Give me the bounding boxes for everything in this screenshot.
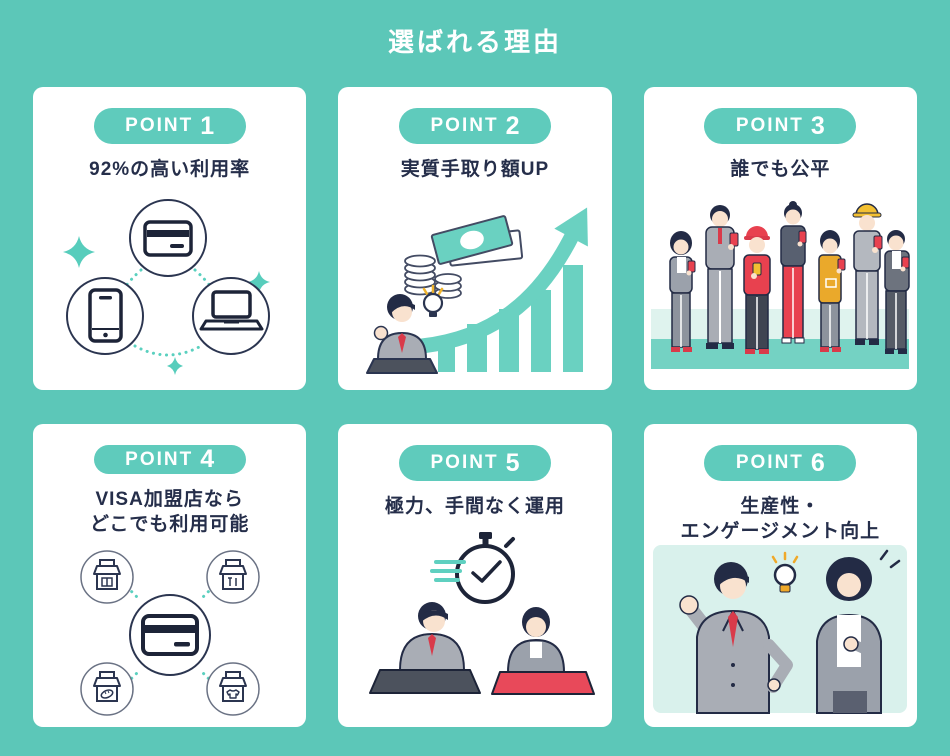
badge-word: POINT	[125, 448, 194, 470]
card-6-title: 生産性・ エンゲージメント向上	[681, 494, 881, 544]
point-5-badge: POINT 5	[398, 445, 551, 481]
card-point-1: POINT 1 92%の高い利用率	[33, 87, 307, 390]
income-up-svg	[365, 207, 588, 375]
card-4-title-line: どこでも利用可能	[89, 514, 250, 536]
devices-network-illustration	[33, 182, 306, 390]
badge-number: 4	[200, 445, 215, 473]
worker-at-laptop-figure	[365, 294, 438, 375]
storefront-icon-clothing	[205, 662, 260, 716]
badge-word: POINT	[735, 452, 804, 473]
diverse-workers-illustration	[644, 182, 917, 390]
money-bills-icon	[430, 215, 524, 267]
card-6-title-line: エンゲージメント向上	[680, 521, 881, 543]
point-1-badge: POINT 1	[93, 108, 246, 144]
badge-number: 5	[505, 448, 520, 477]
point-3-badge: POINT 3	[704, 108, 857, 144]
inspired-woman-figure	[816, 549, 901, 714]
energized-man-figure	[679, 561, 794, 714]
badge-word: POINT	[430, 115, 499, 136]
smartphone-icon	[87, 288, 123, 343]
worker-figure-apron-woman	[818, 230, 846, 353]
timesaving-svg	[368, 532, 595, 696]
speed-lines	[429, 560, 466, 583]
point-4-badge: POINT 4	[93, 445, 246, 474]
shops-network-svg	[79, 550, 260, 716]
badge-number: 1	[200, 111, 215, 140]
card-4-title: VISA加盟店なら どこでも利用可能	[90, 487, 249, 537]
income-up-illustration	[338, 182, 611, 390]
point-2-badge: POINT 2	[398, 108, 551, 144]
storefront-icon-bakery	[79, 662, 134, 716]
engagement-illustration	[644, 544, 917, 727]
card-point-5: POINT 5 極力、手間なく運用	[338, 424, 612, 727]
lightbulb-icon	[422, 284, 444, 318]
storefront-icon-restaurant	[205, 550, 260, 604]
badge-number: 6	[810, 448, 825, 477]
card-2-title: 実質手取り額UP	[401, 157, 549, 182]
sparkle-icon	[62, 236, 270, 376]
badge-word: POINT	[125, 115, 194, 136]
credit-card-icon	[140, 614, 199, 657]
card-point-4: POINT 4 VISA加盟店なら どこでも利用可能	[33, 424, 307, 729]
worker-figure-helmet-man	[852, 203, 883, 346]
badge-word: POINT	[735, 115, 804, 136]
worker-figure-cardigan-woman	[669, 231, 696, 353]
engagement-svg	[653, 544, 908, 714]
diverse-workers-svg	[651, 201, 911, 370]
worker-figure-staff-woman	[780, 201, 807, 344]
card-5-title: 極力、手間なく運用	[385, 494, 565, 519]
card-point-3: POINT 3 誰でも公平	[643, 87, 917, 390]
card-point-6: POINT 6 生産性・ エンゲージメント向上	[643, 424, 917, 727]
devices-network-svg	[62, 199, 270, 376]
coin-stack-icon	[404, 254, 462, 299]
badge-word: POINT	[430, 452, 499, 473]
lightbulb-icon	[772, 551, 799, 593]
credit-card-icon	[142, 220, 193, 257]
shops-network-illustration	[33, 537, 306, 729]
man-at-laptop-figure	[368, 602, 481, 695]
page-title: 選ばれる理由	[387, 27, 562, 57]
card-4-title-line: VISA加盟店なら	[95, 489, 244, 510]
card-point-2: POINT 2 実質手取り額UP	[338, 87, 612, 390]
woman-at-laptop-figure	[490, 607, 595, 696]
teal-band	[651, 339, 910, 370]
growth-arrow-icon	[421, 207, 588, 354]
dotted-connector-lines	[112, 268, 224, 357]
storefront-icon-bookstore	[79, 550, 134, 604]
card-1-title-line: 92%の高い利用率	[89, 159, 251, 180]
points-grid: POINT 1 92%の高い利用率	[0, 59, 950, 727]
worker-figure-red-polo-man	[743, 226, 772, 355]
laptop-icon	[199, 290, 264, 331]
timesaving-illustration	[338, 519, 611, 727]
stopwatch-icon	[454, 532, 515, 605]
point-6-badge: POINT 6	[704, 445, 857, 481]
badge-number: 2	[505, 111, 520, 140]
card-3-title: 誰でも公平	[730, 157, 830, 182]
card-6-title-line: 生産性・	[740, 496, 821, 517]
worker-figure-suit-man	[705, 205, 739, 350]
card-3-title-line: 誰でも公平	[730, 159, 831, 180]
card-2-title-line: 実質手取り額UP	[400, 159, 550, 180]
card-1-title: 92%の高い利用率	[89, 157, 250, 182]
worker-figure-jacket-man	[884, 230, 911, 355]
badge-number: 3	[810, 111, 825, 140]
card-5-title-line: 極力、手間なく運用	[384, 496, 565, 517]
